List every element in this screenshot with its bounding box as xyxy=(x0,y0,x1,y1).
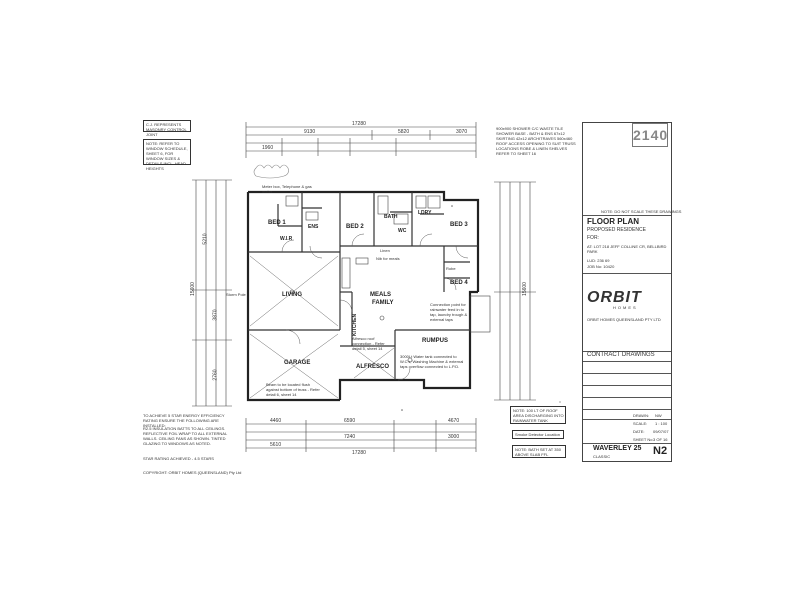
window-note-box: NOTE: REFER TO WINDOW SCHEDULE, SHEET 6,… xyxy=(143,139,191,171)
date-label: DATE: xyxy=(633,429,645,434)
raintank-note-box: NOTE: 100 LT OF ROOF AREA DISCHARGING IN… xyxy=(510,406,566,424)
room-living: LIVING xyxy=(282,292,303,298)
room-meals: MEALS xyxy=(370,292,391,298)
label-robe: Robe xyxy=(446,266,456,271)
divider xyxy=(583,351,671,352)
legend-box: C.J. REPRESENTS MASONRY CONTROL JOINT xyxy=(143,120,191,137)
orbit-logo: ORBIT xyxy=(587,289,642,306)
site-address: AT: LOT 218 JEFF COLLINE CR, BELLBIRD PA… xyxy=(587,244,667,254)
divider xyxy=(583,397,671,398)
legend-text: C.J. REPRESENTS MASONRY CONTROL JOINT xyxy=(146,122,187,137)
dim-top-c: 3070 xyxy=(456,129,468,135)
callout-connection: Connection point for rainwater feed in t… xyxy=(430,302,468,322)
dim-bot-d: 5610 xyxy=(270,442,282,448)
dim-bot-c: 4670 xyxy=(448,418,460,424)
room-bed4: BED 4 xyxy=(450,280,468,286)
room-ens: ENS xyxy=(308,224,319,230)
divider xyxy=(583,385,671,386)
disclaimer: NOTE: DO NOT SCALE THESE DRAWINGS xyxy=(601,209,682,214)
company-name: ORBIT HOMES QUEENSLAND PTY LTD xyxy=(587,317,661,322)
contract-drawings: CONTRACT DRAWINGS xyxy=(587,352,655,358)
orbit-logo-sub: HOMES xyxy=(613,305,638,310)
room-bed1: BED 1 xyxy=(268,220,286,226)
callout-alfresco-roof: Alfresco roof connection - Refer detail … xyxy=(352,336,385,351)
divider xyxy=(583,443,671,444)
dim-bot-b: 6590 xyxy=(344,418,356,424)
divider xyxy=(583,419,671,420)
date-value: 09/07/07 xyxy=(653,429,669,434)
energy-items: R2.5 INSULATION BATTS TO ALL CEILINGS. R… xyxy=(143,426,228,446)
callout-storm: Storm Pole xyxy=(226,292,246,297)
callout-beam: Beam to be located flush against bottom … xyxy=(266,382,320,397)
window-note-text: NOTE: REFER TO WINDOW SCHEDULE, SHEET 6,… xyxy=(146,141,188,171)
copyright: COPYRIGHT: ORBIT HOMES (QUEENSLAND) Pty … xyxy=(143,470,242,475)
energy-note: TO ACHIEVE 5 STAR ENERGY EFFICIENCY RATI… xyxy=(143,413,225,428)
lot-number: LUD: 236 69 xyxy=(587,258,610,263)
divider xyxy=(583,361,671,362)
room-family: FAMILY xyxy=(372,300,394,306)
callout-meter-box: Meter box, Telephone & gas meter xyxy=(262,184,312,194)
callout-nib: Nib for meals xyxy=(376,256,400,261)
room-garage: GARAGE xyxy=(284,360,311,366)
dim-overall-top: 17280 xyxy=(352,121,366,127)
room-bath: BATH xyxy=(384,214,398,220)
dim-left-d: 2760 xyxy=(212,369,219,381)
raintank-note: NOTE: 100 LT OF ROOF AREA DISCHARGING IN… xyxy=(513,408,564,423)
divider xyxy=(583,373,671,374)
room-alfresco: ALFRESCO xyxy=(356,364,389,370)
divider xyxy=(583,409,671,410)
dim-left-a: 15600 xyxy=(189,282,196,296)
slab-note-box: NOTE: BATH SET AT 350 ABOVE SLAB FFL xyxy=(512,445,566,458)
smoke-legend-box: Smoke Detector Location xyxy=(512,430,564,439)
room-bed2: BED 2 xyxy=(346,224,364,230)
sheet-title: FLOOR PLAN xyxy=(587,217,639,226)
dim-left-b: 5210 xyxy=(202,233,209,245)
dim-bot-a: 4460 xyxy=(270,418,282,424)
room-wc: WC xyxy=(398,228,407,234)
star-rating: STAR RATING ACHIEVED - 4.5 STARS xyxy=(143,456,214,461)
room-bed3: BED 3 xyxy=(450,222,468,228)
dim-right-a: 15600 xyxy=(521,282,528,296)
proposed-residence: PROPOSED RESIDENCE xyxy=(587,227,646,233)
for-label: FOR: xyxy=(587,235,599,241)
dim-overall-bottom: 17280 xyxy=(352,450,366,456)
plan-code: N2 xyxy=(653,445,668,457)
sheet-label: SHEET No. xyxy=(633,437,654,442)
divider xyxy=(583,215,671,216)
dim-top-a: 9130 xyxy=(304,129,316,135)
dim-left-c: 3870 xyxy=(212,309,219,321)
room-ldry: LDRY xyxy=(418,210,432,216)
drawn-label: DRAWN: xyxy=(633,413,650,418)
design-name: WAVERLEY 25 xyxy=(593,445,642,452)
dim-top-b: 5820 xyxy=(398,129,410,135)
sheet-stamp: 2140 xyxy=(632,123,668,147)
smoke-legend: Smoke Detector Location xyxy=(515,432,560,437)
label-linen: Linen xyxy=(380,248,390,253)
job-number: JOB No: 10420 xyxy=(587,264,615,269)
facade-name: CLASSIC xyxy=(593,454,611,459)
room-kitchen: KITCHEN xyxy=(352,313,359,337)
sheet-value: 3 OF 16 xyxy=(653,437,668,442)
drawn-value: NW xyxy=(655,413,662,418)
scale-value: 1 : 100 xyxy=(655,421,668,426)
scale-label: SCALE: xyxy=(633,421,648,426)
room-rumpus: RUMPUS xyxy=(422,338,449,344)
dim-bot-e: 7240 xyxy=(344,434,356,440)
slab-note: NOTE: BATH SET AT 350 ABOVE SLAB FFL xyxy=(515,447,561,457)
callout-rainwater-tank: 3000Lt Water tank connected to W.C's, Wa… xyxy=(400,354,464,369)
callout-top-note: 900x900 SHOWER C/C WASTE TILE SHOWER BAS… xyxy=(496,126,576,156)
divider xyxy=(583,273,671,274)
room-wir: W.I.R xyxy=(280,236,293,242)
dim-bot-f: 3000 xyxy=(448,434,460,440)
title-block: NOTE: DO NOT SCALE THESE DRAWINGS FLOOR … xyxy=(582,122,681,462)
dim-top-d: 1960 xyxy=(262,145,274,151)
